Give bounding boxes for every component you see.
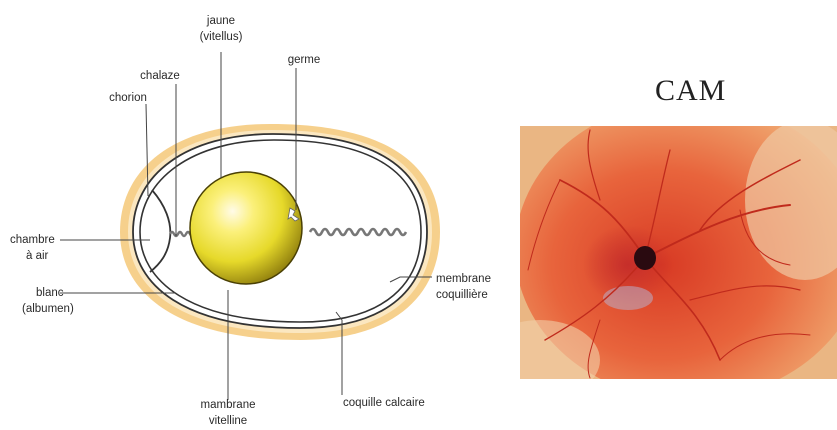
embryo [634, 246, 656, 270]
label-a-air: à air [26, 250, 49, 262]
yolk [190, 172, 302, 284]
label-vitellus: (vitellus) [200, 31, 243, 43]
cam-title: CAM [655, 74, 726, 108]
label-chalaze: chalaze [140, 70, 180, 82]
label-chambre: chambre [10, 234, 55, 246]
label-mambrane: mambrane [201, 399, 256, 411]
label-blanc: blanc [36, 287, 64, 299]
label-jaune: jaune [206, 15, 235, 27]
label-coquilliere: coquillière [436, 289, 488, 301]
cam-photo [480, 100, 837, 400]
egg-diagram: jaune (vitellus) germe chalaze chorion c… [10, 15, 491, 427]
label-germe: germe [288, 54, 321, 66]
label-chorion: chorion [109, 92, 147, 104]
label-membrane: membrane [436, 273, 491, 285]
label-albumen: (albumen) [22, 303, 74, 315]
label-coquille-calcaire: coquille calcaire [343, 397, 425, 409]
label-vitelline: vitelline [209, 415, 247, 427]
